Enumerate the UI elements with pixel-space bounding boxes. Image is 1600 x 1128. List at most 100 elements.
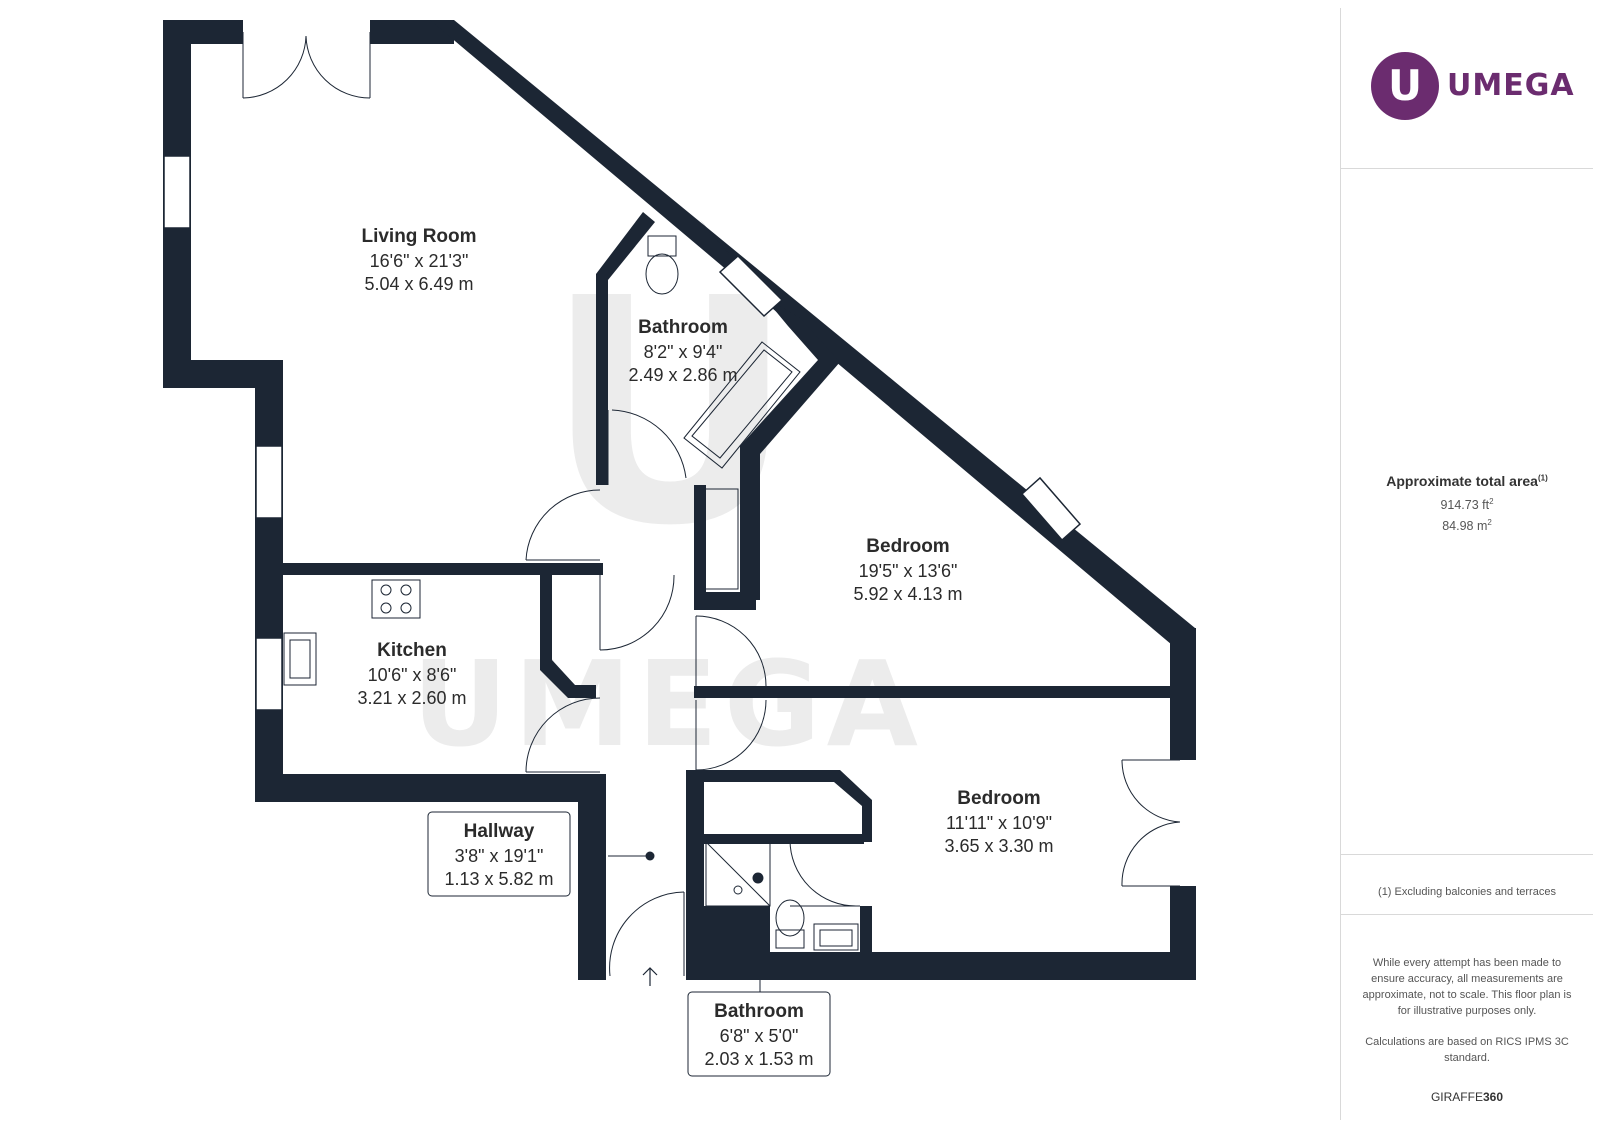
room-name: Kitchen	[377, 640, 447, 661]
unit-squared: 2	[1487, 518, 1492, 528]
room-bathroom-main: Bathroom 8'2" x 9'4" 2.49 x 2.86 m	[628, 317, 737, 385]
floor-plan: U UMEGA	[163, 20, 1196, 1077]
disclaimer: While every attempt has been made to ens…	[1362, 957, 1572, 1017]
walls	[163, 20, 1196, 980]
wall	[704, 770, 872, 842]
calculation-note: Calculations are based on RICS IPMS 3C s…	[1365, 1036, 1569, 1064]
wall	[578, 774, 606, 980]
door-swing-icon	[525, 697, 601, 773]
toilet-icon	[775, 899, 805, 949]
wall	[255, 774, 605, 802]
room-metric: 2.03 x 1.53 m	[704, 1049, 813, 1069]
umega-logo: U UMEGA	[1371, 52, 1574, 124]
room-imperial: 16'6" x 21'3"	[370, 251, 469, 271]
window-icon	[255, 637, 283, 711]
area-title: Approximate total area(1)	[1341, 473, 1593, 489]
room-imperial: 11'11" x 10'9"	[946, 813, 1052, 833]
room-imperial: 8'2" x 9'4"	[644, 342, 723, 362]
door-swing-icon	[599, 574, 675, 651]
room-bedroom-main: Bedroom 19'5" x 13'6" 5.92 x 4.13 m	[853, 536, 962, 604]
door-swing-icon	[525, 489, 601, 561]
door-swing-icon	[695, 615, 767, 687]
hallway-marker	[645, 851, 655, 861]
room-metric: 1.13 x 5.82 m	[444, 869, 553, 889]
brand-suffix: 360	[1482, 1090, 1504, 1104]
room-metric: 5.92 x 4.13 m	[853, 584, 962, 604]
room-metric: 3.21 x 2.60 m	[357, 688, 466, 708]
room-imperial: 6'8" x 5'0"	[720, 1026, 799, 1046]
window-icon	[1020, 476, 1082, 542]
room-imperial: 3'8" x 19'1"	[455, 846, 544, 866]
room-name: Hallway	[464, 821, 535, 842]
watermark-word: UMEGA	[412, 635, 924, 773]
wall	[686, 906, 770, 980]
room-name: Bathroom	[638, 317, 728, 338]
area-m-value: 84.98 m	[1442, 519, 1488, 534]
doors	[242, 32, 1181, 977]
wardrobe	[695, 488, 739, 590]
wall	[860, 906, 872, 966]
room-name: Living Room	[361, 226, 476, 247]
hob-icon	[371, 579, 421, 619]
window-icon	[255, 445, 283, 519]
room-name: Bathroom	[714, 1001, 804, 1022]
shower-icon	[705, 841, 771, 907]
divider	[1341, 914, 1593, 915]
hallway-label-box	[427, 811, 571, 897]
area-title-text: Approximate total area	[1386, 473, 1538, 489]
brand-prefix: GIRAFFE	[1430, 1090, 1483, 1104]
room-name: Bedroom	[866, 536, 949, 557]
divider	[1341, 854, 1593, 855]
double-door-icon	[242, 32, 371, 99]
entrance-arrow-icon	[642, 967, 658, 986]
wall	[540, 575, 596, 698]
footnote: (1) Excluding balconies and terraces	[1378, 886, 1556, 898]
wall	[1170, 628, 1196, 760]
door-swing-icon	[789, 839, 860, 907]
door-swing-icon	[695, 699, 767, 771]
room-metric: 3.65 x 3.30 m	[944, 836, 1053, 856]
room-hallway: Hallway 3'8" x 19'1" 1.13 x 5.82 m	[444, 821, 553, 889]
room-name: Bedroom	[957, 788, 1040, 809]
wall	[686, 952, 1196, 980]
info-sidebar: U UMEGA Approximate total area(1) 914.73…	[1340, 8, 1593, 1120]
logo-wordmark: UMEGA	[1447, 68, 1575, 103]
wall	[596, 212, 655, 485]
wall	[255, 360, 283, 800]
area-ft-value: 914.73 ft	[1440, 498, 1490, 513]
room-kitchen: Kitchen 10'6" x 8'6" 3.21 x 2.60 m	[357, 640, 466, 708]
toilet-icon	[645, 235, 679, 295]
area-note-marker: (1)	[1537, 473, 1548, 483]
wall	[694, 592, 756, 610]
wall	[694, 485, 706, 610]
fixtures	[283, 235, 859, 951]
bathroom-label-box	[687, 991, 831, 1077]
room-imperial: 19'5" x 13'6"	[859, 561, 958, 581]
wall	[283, 563, 603, 575]
unit-squared: 2	[1489, 497, 1494, 506]
bathtub-icon	[683, 341, 801, 469]
shower-head	[752, 872, 764, 884]
room-living: Living Room 16'6" x 21'3" 5.04 x 6.49 m	[361, 226, 476, 294]
divider	[1341, 168, 1593, 169]
wall	[163, 20, 243, 44]
giraffe360-brand: GIRAFFE360	[1341, 1090, 1593, 1104]
window-icon	[163, 155, 191, 229]
sink-icon	[283, 632, 317, 686]
room-metric: 5.04 x 6.49 m	[364, 274, 473, 294]
door-swing-icon	[607, 409, 687, 485]
total-area: Approximate total area(1) 914.73 ft2 84.…	[1341, 473, 1593, 533]
windows	[163, 155, 1082, 711]
window-icon	[718, 254, 784, 318]
sink-icon	[813, 923, 859, 951]
room-bathroom-second: Bathroom 6'8" x 5'0" 2.03 x 1.53 m	[704, 1001, 813, 1069]
logo-letter: U	[1387, 61, 1423, 110]
double-door-icon	[1121, 759, 1181, 887]
room-metric: 2.49 x 2.86 m	[628, 365, 737, 385]
area-m: 84.98 m2	[1341, 518, 1593, 533]
door-swing-icon	[609, 891, 685, 977]
area-ft: 914.73 ft2	[1341, 497, 1593, 512]
room-imperial: 10'6" x 8'6"	[368, 665, 457, 685]
wall	[694, 686, 1174, 698]
logo-circle	[1371, 52, 1439, 120]
